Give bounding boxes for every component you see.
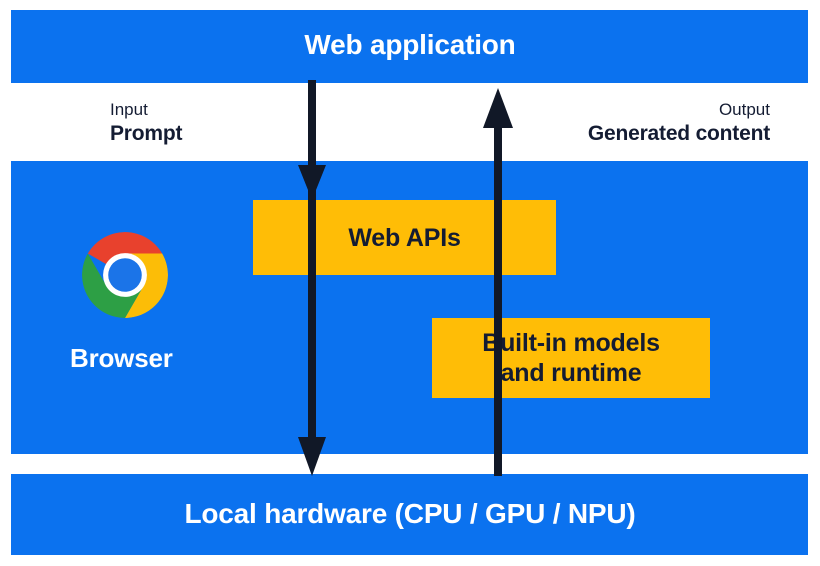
- web-apis-label: Web APIs: [348, 223, 461, 252]
- input-kicker: Input: [110, 100, 148, 119]
- band-local-hardware: [11, 474, 808, 555]
- builtin-models-box[interactable]: Built-in models and runtime: [432, 318, 710, 398]
- builtin-models-label-line-2: and runtime: [500, 359, 642, 387]
- output-annotation: Output Generated content: [588, 99, 770, 148]
- builtin-models-label: Built-in models and runtime: [482, 328, 660, 388]
- web-apis-box[interactable]: Web APIs: [253, 200, 556, 275]
- output-kicker: Output: [718, 100, 770, 119]
- output-value: Generated content: [587, 121, 770, 145]
- chrome-logo-icon: [82, 232, 168, 318]
- input-value: Prompt: [110, 121, 183, 145]
- input-annotation: Input Prompt: [110, 99, 183, 148]
- web-application-label: Web application: [304, 29, 516, 60]
- browser-label: Browser: [70, 343, 173, 373]
- builtin-models-label-line-1: Built-in models: [482, 329, 660, 357]
- local-hardware-label: Local hardware (CPU / GPU / NPU): [184, 498, 636, 529]
- band-web-application: [11, 10, 808, 83]
